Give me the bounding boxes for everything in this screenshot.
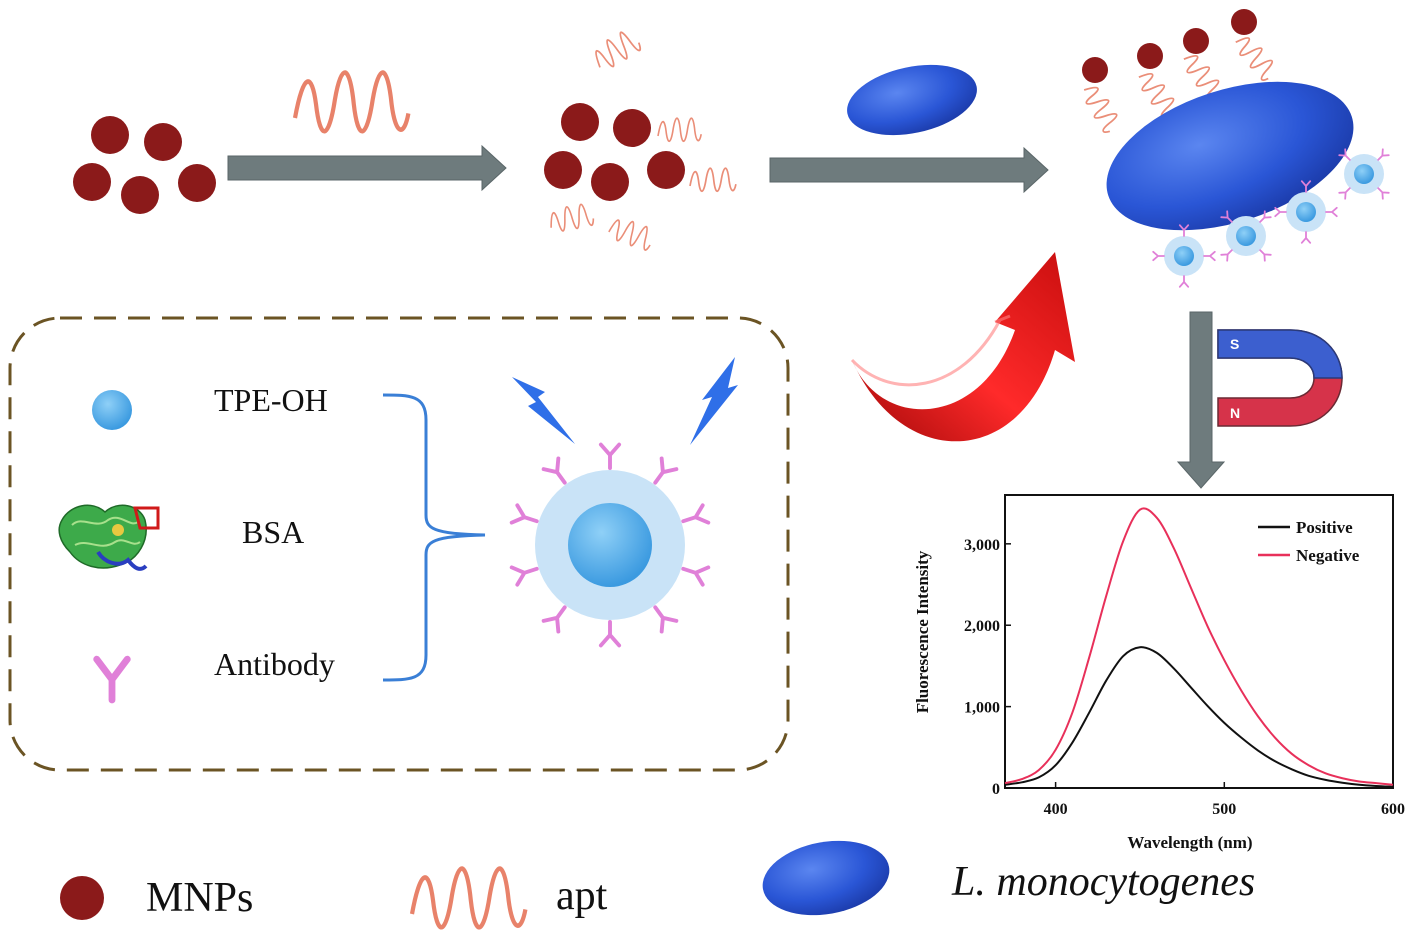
x-tick-label: 500 (1212, 801, 1236, 818)
y-tick-label: 3,000 (964, 537, 1000, 554)
legend-bacteria-label: L. monocytogenes (952, 859, 1256, 905)
legend-apt-label: apt (556, 873, 608, 919)
legend-mnp-icon (60, 876, 104, 920)
svg-text:S: S (1230, 336, 1239, 352)
mnp-particle (121, 176, 159, 214)
mnp-particle (91, 116, 129, 154)
mnp-cluster-1 (73, 116, 216, 214)
antibody-icon (93, 655, 131, 704)
legend-label-positive: Positive (1296, 518, 1353, 537)
bsa-protein-icon (58, 504, 160, 571)
process-arrow-1 (227, 144, 507, 192)
mnp-particle (591, 163, 629, 201)
y-tick-label: 0 (992, 781, 1000, 798)
mnp-particle (1082, 57, 1108, 83)
combine-bracket (382, 393, 486, 682)
bacterium-cell (1106, 81, 1354, 231)
separation-arrow (1176, 311, 1226, 489)
mnp-particle (1137, 43, 1163, 69)
legend-bacterium-icon (762, 840, 890, 916)
x-tick-label: 600 (1381, 801, 1405, 818)
x-axis-label: Wavelength (nm) (1127, 833, 1252, 852)
mnp-particle (178, 164, 216, 202)
probe-array (1152, 148, 1390, 288)
sandwich-complex (1079, 9, 1390, 288)
magnet-icon: S N (1217, 329, 1343, 427)
mnp-particle (613, 109, 651, 147)
plot-frame (1004, 494, 1394, 789)
mnp-particle (647, 151, 685, 189)
y-tick-label: 2,000 (964, 618, 1000, 635)
tpe-oh-icon (92, 390, 132, 430)
svg-text:N: N (1230, 405, 1240, 421)
mnp-particle (144, 123, 182, 161)
tpe-oh-label: TPE-OH (214, 382, 328, 418)
mnp-particle (1183, 28, 1209, 54)
mnp-particle (544, 151, 582, 189)
x-tick-label: 400 (1044, 801, 1068, 818)
antibody-label: Antibody (214, 646, 335, 682)
y-tick-label: 1,000 (964, 700, 1000, 717)
lightning-icon (512, 377, 575, 444)
legend-mnps-label: MNPs (146, 875, 254, 921)
lightning-icon (690, 357, 738, 445)
process-arrow-2 (769, 146, 1049, 194)
probe-addition-arrow (850, 252, 1075, 442)
legend-apt-icon (412, 869, 525, 928)
mnp-particle (1231, 9, 1257, 35)
mnp-particle (561, 103, 599, 141)
fluorescent-probe (509, 442, 711, 648)
y-axis-label: Fluorescence Intensity (913, 550, 932, 713)
mnp-particle (73, 163, 111, 201)
bsa-label: BSA (242, 514, 305, 550)
legend-label-negative: Negative (1296, 546, 1360, 565)
mnp-apt-conjugate (544, 26, 737, 253)
bacterium-reagent-icon (847, 64, 977, 136)
series-line-positive (1004, 646, 1394, 788)
apt-reagent-icon (295, 73, 408, 132)
probe-components-box (8, 316, 790, 772)
series-line-negative (1004, 507, 1394, 786)
fluorescence-chart: 400 500 600 0 1,000 2,000 3,000 PositiveNegati… (913, 494, 1405, 852)
